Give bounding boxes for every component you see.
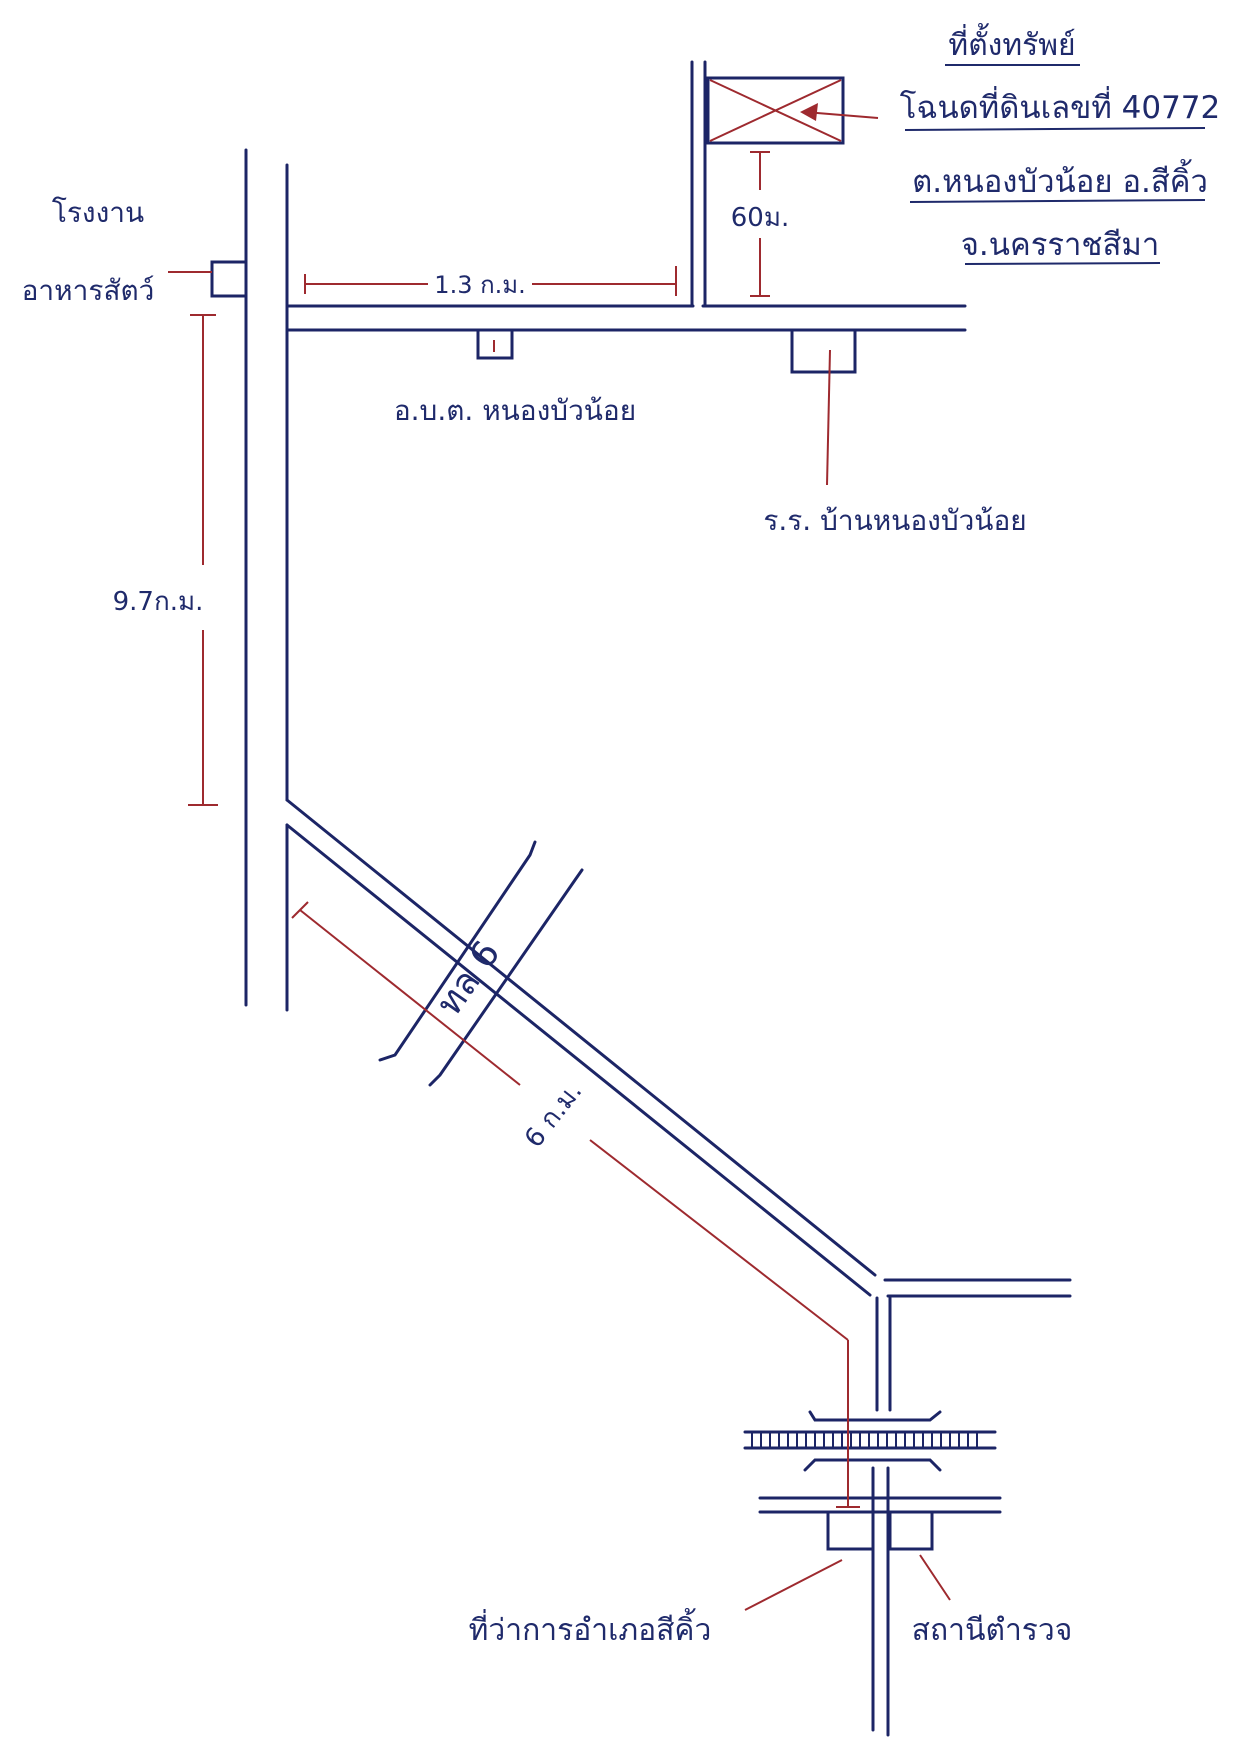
dim-6km-upper <box>299 909 521 1086</box>
plot-arrow-line <box>804 111 879 119</box>
plot-arrow-head <box>800 103 818 121</box>
feed-factory-box <box>210 260 248 298</box>
deed-line-1-underline <box>904 127 1206 131</box>
deed-line-2-underline <box>909 199 1206 203</box>
deed-line-1: โฉนดที่ดินเลขที่ 40772 <box>900 86 1221 126</box>
highway-upper-edge <box>285 798 877 1277</box>
label-school: ร.ร. บ้านหนองบัวน้อย <box>763 504 1026 537</box>
sao-box <box>476 328 514 360</box>
highway-lower-edge <box>285 823 872 1297</box>
leader-school <box>826 349 831 486</box>
label-feed-factory-line2: อาหารสัตว์ <box>22 274 155 307</box>
label-distance-along-road: 1.3 ก.ม. <box>434 271 525 299</box>
buildings <box>210 76 934 1551</box>
deed-line-3-underline <box>964 262 1161 265</box>
dim-6km-lower <box>589 1139 849 1341</box>
leader-police-station <box>919 1554 951 1601</box>
label-sao: อ.บ.ต. หนองบัวน้อย <box>394 394 636 427</box>
label-distance-highway: 6 ก.ม. <box>519 1077 588 1154</box>
highway-shield-right <box>428 868 584 1087</box>
police-station-box <box>888 1510 934 1551</box>
map-title: ที่ตั้งทรัพย์ <box>948 23 1075 63</box>
highway-shield-left <box>378 840 537 1062</box>
bridge-bracket-bottom <box>803 1458 942 1472</box>
label-feed-factory-line1: โรงงาน <box>52 196 144 229</box>
railway-ties <box>751 1433 978 1447</box>
property-plot <box>706 76 845 145</box>
leader-district-office <box>744 1559 843 1611</box>
label-distance-to-plot: 60ม. <box>731 203 790 233</box>
bridge-bracket-top <box>808 1410 942 1422</box>
labels: ที่ตั้งทรัพย์ โฉนดที่ดินเลขที่ 40772 ต.ห… <box>22 23 1221 1648</box>
label-police-station: สถานีตำรวจ <box>912 1613 1073 1648</box>
deed-line-3: จ.นครราชสีมา <box>961 227 1159 263</box>
plot-cross-b <box>709 79 842 142</box>
label-distance-vertical: 9.7ก.ม. <box>113 587 204 617</box>
school-box <box>790 328 857 374</box>
label-district-office: ที่ว่าการอำเภอสีคิ้ว <box>469 1608 712 1648</box>
dim-6km-tick-top <box>291 901 309 919</box>
dimension-lines <box>168 103 951 1611</box>
district-office-box <box>826 1510 875 1551</box>
road-network <box>244 60 1072 1737</box>
deed-line-2: ต.หนองบัวน้อย อ.สีคิ้ว <box>912 159 1208 200</box>
